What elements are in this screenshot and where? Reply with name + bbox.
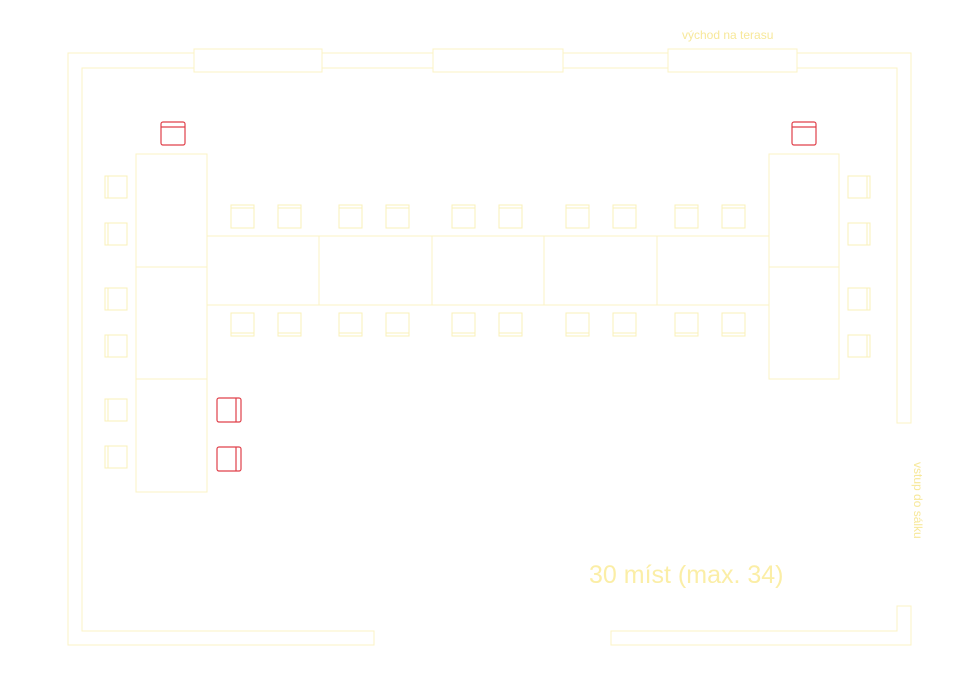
top-windows xyxy=(193,48,798,73)
terrace-exit-label: východ na terasu xyxy=(682,28,773,42)
highlighted-chairs xyxy=(160,121,817,472)
window-2 xyxy=(432,48,564,73)
chair xyxy=(277,204,302,229)
chair xyxy=(277,312,302,337)
red-chair-left-1 xyxy=(216,397,242,423)
chair xyxy=(565,312,590,337)
chair xyxy=(451,204,476,229)
left-table-1 xyxy=(135,153,208,268)
right-table-1 xyxy=(768,153,840,268)
chair xyxy=(565,204,590,229)
chair xyxy=(612,312,637,337)
chair xyxy=(498,312,523,337)
chair xyxy=(674,204,699,229)
top-row-chairs xyxy=(230,204,746,229)
right-table-block xyxy=(768,153,840,380)
left-chairs xyxy=(104,175,128,469)
terrace-door xyxy=(667,48,798,73)
room-walls xyxy=(67,52,912,646)
right-table-2 xyxy=(768,266,840,380)
middle-table-2 xyxy=(318,235,433,306)
chair xyxy=(498,204,523,229)
chair xyxy=(338,204,363,229)
left-table-2 xyxy=(135,266,208,380)
chair xyxy=(104,445,128,469)
chair xyxy=(104,175,128,199)
chair xyxy=(104,287,128,311)
left-table-block xyxy=(135,153,208,493)
chair xyxy=(338,312,363,337)
side-entry-label: vstup do sálku xyxy=(911,462,925,539)
chair xyxy=(847,175,871,199)
chair xyxy=(721,204,746,229)
chair xyxy=(385,312,410,337)
middle-table-4 xyxy=(543,235,658,306)
window-1 xyxy=(193,48,323,73)
chair xyxy=(721,312,746,337)
chair xyxy=(847,222,871,246)
chair xyxy=(230,312,255,337)
chair xyxy=(104,398,128,422)
right-chairs xyxy=(847,175,871,358)
capacity-label: 30 míst (max. 34) xyxy=(589,561,784,589)
chair xyxy=(847,334,871,358)
middle-table-5 xyxy=(656,235,770,306)
chair xyxy=(104,334,128,358)
red-chair-top-left xyxy=(160,121,186,146)
chair xyxy=(847,287,871,311)
chair xyxy=(612,204,637,229)
chair xyxy=(451,312,476,337)
chair xyxy=(674,312,699,337)
middle-table-3 xyxy=(431,235,545,306)
middle-table-row xyxy=(206,235,770,306)
red-chair-top-right xyxy=(791,121,817,146)
chair xyxy=(104,222,128,246)
red-chair-left-2 xyxy=(216,446,242,472)
left-table-3 xyxy=(135,378,208,493)
middle-table-1 xyxy=(206,235,320,306)
chair xyxy=(385,204,410,229)
chair xyxy=(230,204,255,229)
bottom-row-chairs xyxy=(230,312,746,337)
